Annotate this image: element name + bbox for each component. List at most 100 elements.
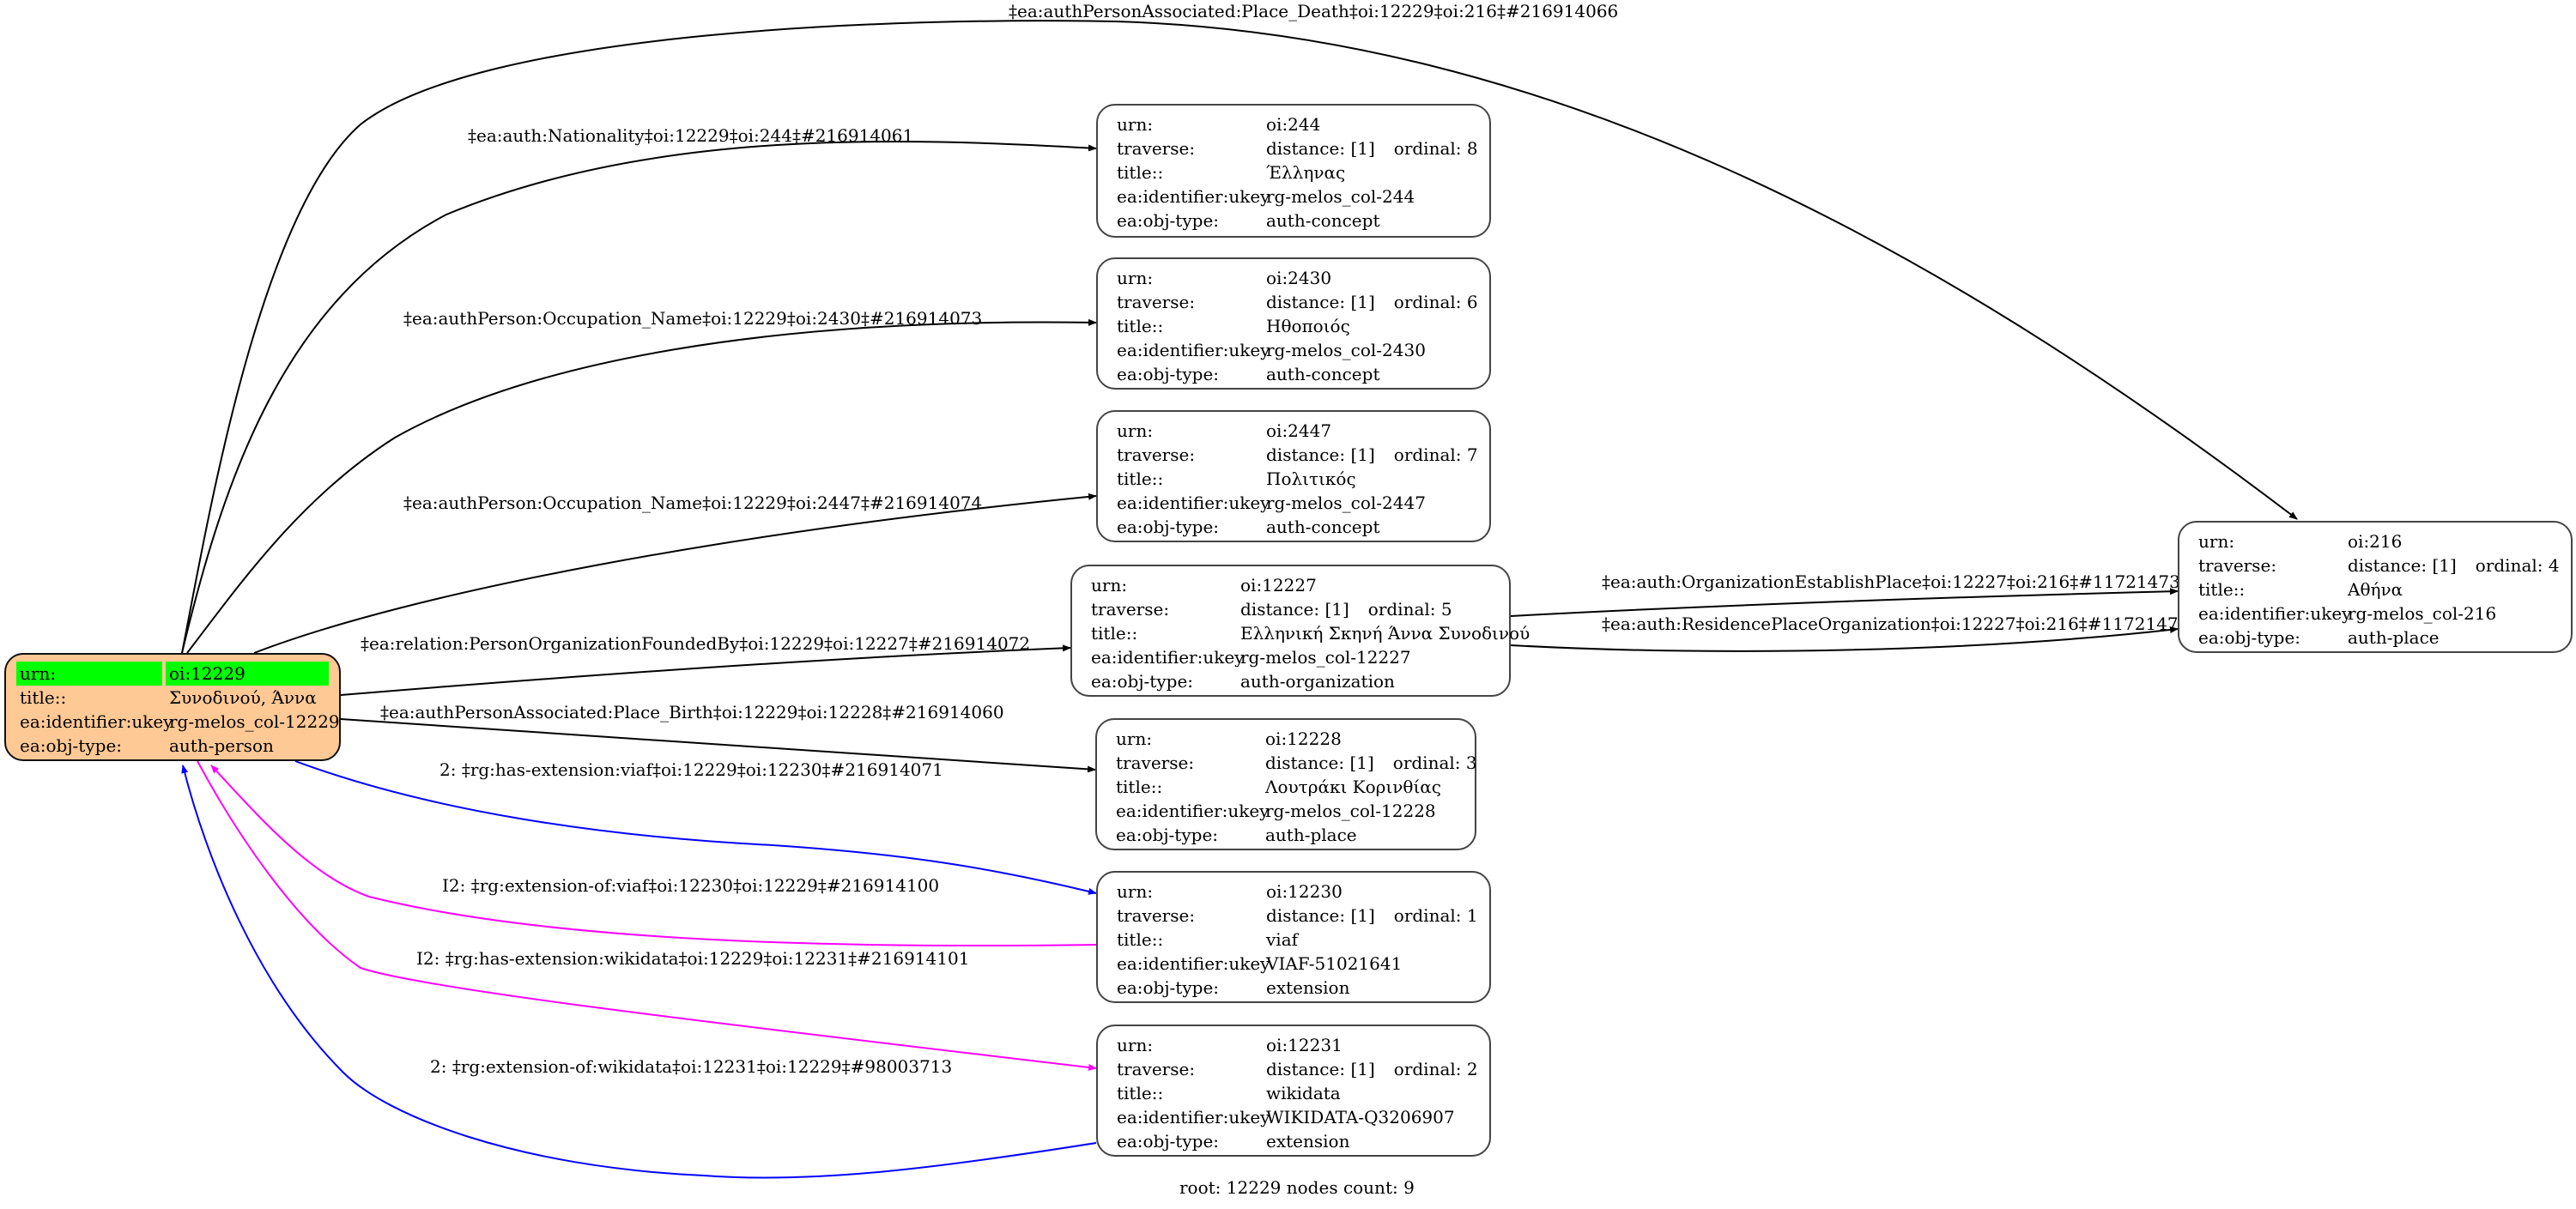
edge-line <box>253 493 1097 654</box>
edge-line <box>181 20 2298 654</box>
edge-label: ‡ea:auth:ResidencePlaceOrganization‡oi:1… <box>1602 614 2200 634</box>
row-key: urn: <box>1117 1035 1154 1055</box>
edge-label: ‡ea:authPerson:Occupation_Name‡oi:12229‡… <box>403 493 982 513</box>
row-value: rg-melos_col-216 <box>2348 603 2497 624</box>
row-value: Λουτράκι Κορινθίας <box>1265 777 1441 797</box>
traverse-distance: distance: [1] <box>1266 138 1375 159</box>
node-row-urn: urn: oi:12229 <box>16 662 329 686</box>
row-value: rg-melos_col-2430 <box>1266 340 1426 360</box>
node-row-title: title::Ελληνική Σκηνή Άννα Συνοδινού <box>1091 621 1530 645</box>
edge-line <box>181 140 1097 654</box>
row-value: rg-melos_col-244 <box>1266 186 1415 207</box>
row-key: ea:obj-type: <box>2198 627 2301 648</box>
row-key: title:: <box>1117 929 1164 950</box>
row-value: auth-person <box>169 735 274 756</box>
row-key: ea:identifier:ukey <box>1116 801 1270 821</box>
row-value: rg-melos_col-2447 <box>1266 493 1426 513</box>
node-row-obj-type: ea:obj-type: auth-place <box>2198 626 2559 650</box>
edge-occupation-2430: ‡ea:authPerson:Occupation_Name‡oi:12229‡… <box>186 308 1097 654</box>
row-key: title:: <box>2198 579 2246 600</box>
row-value: rg-melos_col-12229 <box>169 711 340 732</box>
edge-line <box>1510 588 2179 617</box>
row-key: title:: <box>1117 1083 1164 1103</box>
row-value: auth-place <box>1265 825 1357 845</box>
node-row-obj-type: ea:obj-type: auth-person <box>16 734 329 758</box>
node-row-traverse: traverse:distance: [1]ordinal: 8 <box>1117 136 1478 160</box>
row-key: ea:identifier:ukey <box>1117 340 1270 360</box>
node-row-urn: urn: oi:12231 <box>1117 1033 1477 1057</box>
row-key: traverse: <box>1117 138 1196 159</box>
row-value: auth-place <box>2348 627 2440 648</box>
node-row-urn: urn:oi:2430 <box>1117 266 1477 290</box>
row-key: ea:obj-type: <box>1116 825 1219 845</box>
row-value: Έλληνας <box>1266 162 1346 183</box>
row-key: title:: <box>20 687 67 708</box>
row-key: urn: <box>1116 728 1153 749</box>
edge-death-place: ‡ea:authPersonAssociated:Place_Death‡oi:… <box>181 1 2298 654</box>
row-value: VIAF-51021641 <box>1266 953 1403 974</box>
row-value: oi:12231 <box>1266 1035 1343 1055</box>
row-key: ea:identifier:ukey <box>1117 1107 1270 1127</box>
node-row-obj-type: ea:obj-type:auth-organization <box>1091 669 1497 693</box>
node-row-traverse: traverse:distance: [1]ordinal: 4 <box>2198 553 2560 577</box>
row-key: ea:obj-type: <box>1117 517 1220 537</box>
row-value: auth-organization <box>1240 671 1395 692</box>
row-key: urn: <box>1117 420 1154 441</box>
edge-line <box>181 765 1097 1179</box>
row-key: ea:identifier:ukey <box>20 711 173 732</box>
node-row-urn: urn:oi:2447 <box>1117 419 1477 443</box>
row-key: ea:obj-type: <box>1117 1131 1220 1152</box>
row-value: wikidata <box>1266 1083 1341 1103</box>
node-row-obj-type: ea:obj-type:auth-concept <box>1117 362 1477 386</box>
row-value: oi:216 <box>2348 531 2403 552</box>
row-value: Πολιτικός <box>1266 468 1356 489</box>
node-row-title: title::Ηθοποιός <box>1117 314 1477 338</box>
node-row-traverse: traverse:distance: [1]ordinal: 6 <box>1117 290 1478 314</box>
row-key: title:: <box>1091 623 1138 644</box>
edge-label: ‡ea:auth:OrganizationEstablishPlace‡oi:1… <box>1602 571 2191 592</box>
node-row-obj-type: ea:obj-type:auth-concept <box>1117 209 1477 233</box>
node-row-traverse: traverse:distance: [1]ordinal: 7 <box>1117 443 1478 467</box>
node-row-obj-type: ea:obj-type: auth-place <box>1116 823 1463 847</box>
edge-line <box>210 765 1097 947</box>
row-value: WIKIDATA-Q3206907 <box>1266 1107 1455 1127</box>
row-key: ea:obj-type: <box>1117 977 1220 998</box>
row-value: oi:12227 <box>1240 575 1317 595</box>
edge-residence-place-organization: ‡ea:auth:ResidencePlaceOrganization‡oi:1… <box>1510 614 2200 652</box>
edge-label: ‡ea:authPersonAssociated:Place_Birth‡oi:… <box>380 702 1004 722</box>
node-row-ukey: ea:identifier:ukey rg-melos_col-12229 <box>16 710 340 734</box>
row-key: traverse: <box>1117 1059 1196 1079</box>
row-value: auth-concept <box>1266 517 1380 537</box>
node-row-traverse: traverse:distance: [1]ordinal: 2 <box>1117 1057 1478 1081</box>
row-key: ea:identifier:ukey <box>2198 603 2352 624</box>
edge-has-extension-wikidata: I2: ‡rg:has-extension:wikidata‡oi:12229‡… <box>197 760 1097 1071</box>
node-row-title: title::Λουτράκι Κορινθίας <box>1116 775 1463 799</box>
traverse-ordinal: ordinal: 3 <box>1392 753 1477 773</box>
node-row-urn: urn: oi:216 <box>2198 529 2559 553</box>
row-value: extension <box>1266 977 1350 998</box>
edge-label: ‡ea:authPersonAssociated:Place_Death‡oi:… <box>1009 1 1618 21</box>
node-root-12229[interactable]: urn: oi:12229 title:: Συνοδινού, Άννα ea… <box>4 653 341 761</box>
traverse-distance: distance: [1] <box>1266 905 1375 926</box>
row-key: title:: <box>1117 316 1164 336</box>
traverse-distance: distance: [1] <box>1265 753 1374 773</box>
row-key: traverse: <box>1116 753 1195 773</box>
edge-label: 2: ‡rg:has-extension:viaf‡oi:12229‡oi:12… <box>439 759 943 780</box>
node-row-obj-type: ea:obj-type: auth-concept <box>1117 515 1477 539</box>
row-value: Ελληνική Σκηνή Άννα Συνοδινού <box>1240 623 1530 644</box>
traverse-ordinal: ordinal: 1 <box>1393 905 1478 926</box>
row-key: urn: <box>2198 531 2235 552</box>
traverse-distance: distance: [1] <box>1266 1059 1375 1079</box>
